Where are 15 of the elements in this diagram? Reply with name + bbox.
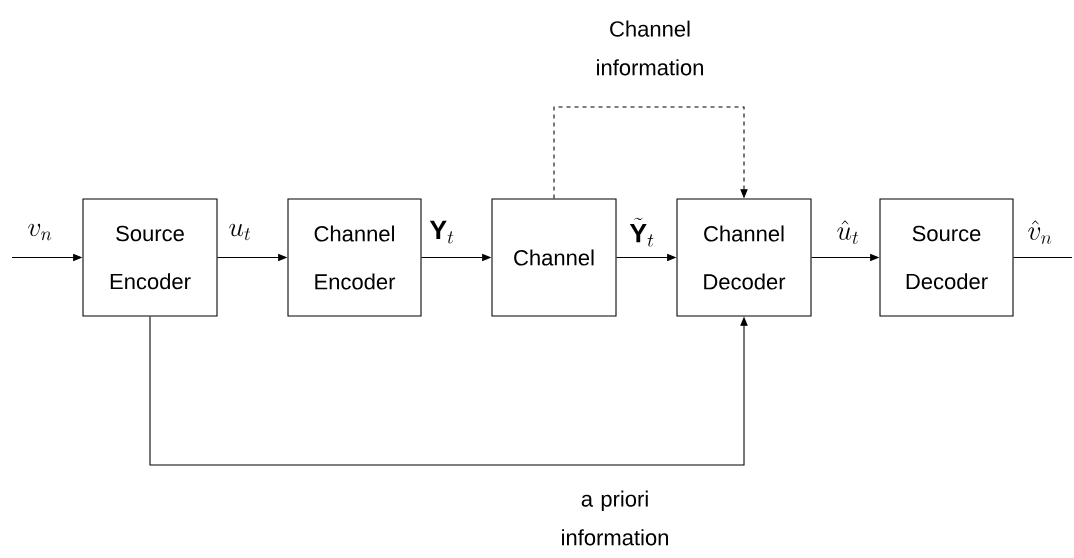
edge-label: a priori information (562, 490, 668, 546)
block-box: Channel Decoder (676, 198, 812, 317)
arrow (149, 316, 748, 466)
block-box: Source Encoder (82, 198, 218, 317)
arrow (553, 106, 748, 199)
edge-label: Channel information (597, 20, 703, 76)
signal-label: $\tilde{\mathbf{Y}}_{t}$ (629, 217, 654, 247)
signal-label: $\mathbf{Y}_{t}$ (429, 220, 454, 244)
signal-label: $\hat{u}_{t}$ (837, 220, 859, 244)
signal-label: $v_{n}$ (28, 223, 52, 241)
signal-label: $u_{t}$ (229, 223, 251, 241)
signal-label: $\hat{v}_{n}$ (1028, 220, 1052, 244)
block-box: Channel Encoder (287, 198, 422, 317)
block-box: Source Decoder (879, 198, 1014, 317)
block-box: Channel (491, 198, 617, 317)
